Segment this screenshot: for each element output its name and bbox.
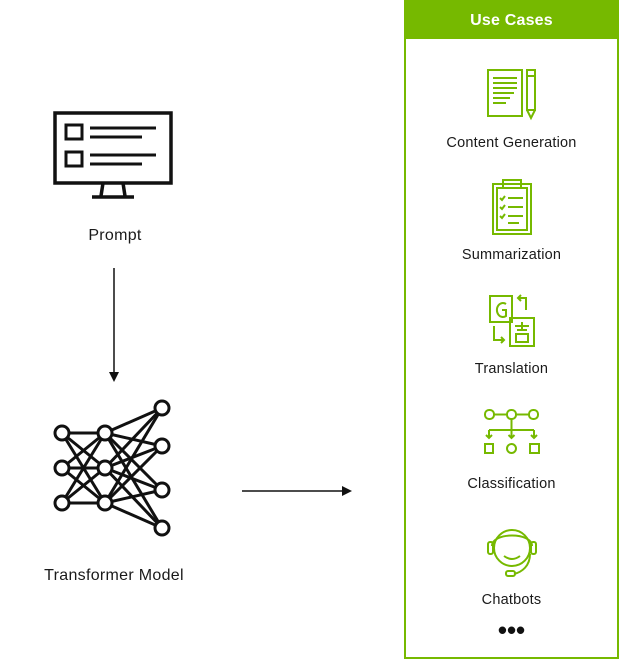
network-node bbox=[96, 459, 114, 477]
monitor-icon bbox=[52, 110, 174, 204]
use-case-label: Chatbots bbox=[481, 592, 542, 608]
network-node bbox=[53, 459, 71, 477]
classification-tree-icon bbox=[406, 406, 617, 465]
network-node bbox=[153, 519, 171, 537]
use-case-label: Translation bbox=[474, 361, 549, 377]
transformer-model-label: Transformer Model bbox=[44, 567, 184, 584]
document-pencil-icon bbox=[406, 66, 617, 127]
use-cases-title: Use Cases bbox=[406, 2, 617, 39]
headset-chat-icon bbox=[406, 520, 617, 587]
more-ellipsis: ••• bbox=[497, 615, 526, 645]
network-node bbox=[96, 494, 114, 512]
neural-network-icon bbox=[50, 398, 180, 538]
arrow-right-icon bbox=[242, 483, 354, 499]
network-node bbox=[53, 424, 71, 442]
use-case-label: Classification bbox=[467, 476, 556, 492]
network-node bbox=[153, 437, 171, 455]
prompt-label: Prompt bbox=[88, 227, 142, 244]
arrow-down-icon bbox=[106, 268, 122, 384]
network-node bbox=[153, 481, 171, 499]
use-case-label: Content Generation bbox=[446, 135, 577, 151]
use-case-label: Summarization bbox=[461, 247, 562, 263]
network-node bbox=[53, 494, 71, 512]
translation-icon bbox=[406, 292, 617, 355]
network-node bbox=[96, 424, 114, 442]
use-cases-panel: Use Cases Content Generation bbox=[404, 0, 619, 659]
clipboard-checklist-icon bbox=[406, 178, 617, 243]
network-node bbox=[153, 399, 171, 417]
